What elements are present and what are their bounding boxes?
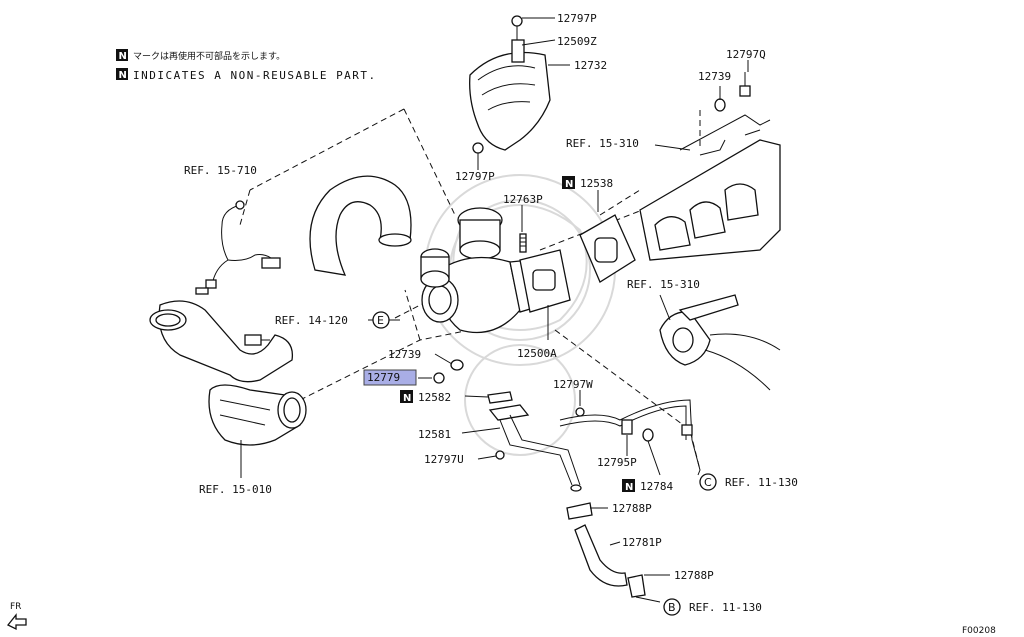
- eyebolt-12795P: [621, 419, 633, 435]
- svg-text:N: N: [403, 393, 411, 404]
- badge-12538: [562, 176, 575, 189]
- label-12732: 12732: [574, 59, 607, 72]
- front-direction-indicator: FR: [6, 602, 27, 631]
- hose-12781P: [566, 502, 646, 598]
- label-ref-11-130-b: REF. 11-130: [689, 601, 762, 614]
- intake-hose-upper: [309, 175, 412, 276]
- svg-text:INDICATES A NON-REUSABLE PART.: INDICATES A NON-REUSABLE PART.: [133, 69, 377, 82]
- label-ref-15-310-top: REF. 15-310: [566, 137, 639, 150]
- label-12797U: 12797U: [424, 453, 464, 466]
- label-12788P-bot: 12788P: [674, 569, 714, 582]
- gasket-12784: [642, 428, 654, 442]
- circle-C: C: [704, 476, 712, 489]
- label-12739-top: 12739: [698, 70, 731, 83]
- heat-shield-12732: [469, 15, 551, 154]
- gasket-12538: [579, 214, 636, 283]
- leader-lines: [240, 17, 749, 603]
- bolt-12797Q: [739, 72, 751, 97]
- highlight-12779: [363, 369, 417, 386]
- part-labels: 12797P 12509Z 12732 12797Q 12739 REF. 15…: [184, 12, 798, 616]
- label-12797Q: 12797Q: [726, 48, 766, 61]
- label-ref-15-010: REF. 15-010: [199, 483, 272, 496]
- circle-E: E: [377, 314, 384, 327]
- label-fr: FR: [10, 602, 21, 612]
- svg-text:マークは再使用不可部品を示します。: マークは再使用不可部品を示します。: [133, 50, 285, 62]
- circle-B: B: [668, 601, 676, 614]
- label-12797W: 12797W: [553, 378, 593, 391]
- label-12739-mid: 12739: [388, 348, 421, 361]
- label-12763P: 12763P: [503, 193, 543, 206]
- label-12582: 12582: [418, 391, 451, 404]
- label-12797P-top: 12797P: [557, 12, 597, 25]
- label-12779: 12779: [367, 371, 400, 384]
- label-ref-11-130-c: REF. 11-130: [725, 476, 798, 489]
- exhaust-pipe-flange: [659, 294, 781, 391]
- legend-en: N INDICATES A NON-REUSABLE PART.: [116, 68, 377, 82]
- label-12781P: 12781P: [622, 536, 662, 549]
- label-12797P-mid: 12797P: [455, 170, 495, 183]
- gasket-turbo-flange: [519, 249, 571, 313]
- label-12538: 12538: [580, 177, 613, 190]
- label-12795P: 12795P: [597, 456, 637, 469]
- svg-text:N: N: [119, 51, 127, 62]
- label-ref-15-310-mid: REF. 15-310: [627, 278, 700, 291]
- stud-12763P: [519, 233, 527, 253]
- badge-12582: [400, 390, 413, 403]
- washer-12739-top: [714, 98, 726, 112]
- fr-arrow-icon: [6, 613, 27, 631]
- bracket-12582: [487, 391, 513, 404]
- intake-pipe-lower: [149, 300, 307, 446]
- label-ref-14-120: REF. 14-120: [275, 314, 348, 327]
- bolt-12797U: [495, 450, 505, 460]
- label-12500A: 12500A: [517, 347, 557, 360]
- nut-12779: [433, 372, 445, 384]
- label-12509Z: 12509Z: [557, 35, 597, 48]
- label-ref-15-710: REF. 15-710: [184, 164, 257, 177]
- oil-return-pipe-12581: [488, 404, 582, 492]
- oil-feed-pipe: [559, 399, 693, 441]
- bolt-12797W: [575, 407, 585, 417]
- svg-text:N: N: [565, 179, 573, 190]
- label-12784: 12784: [640, 480, 673, 493]
- svg-text:N: N: [625, 482, 633, 493]
- label-12581: 12581: [418, 428, 451, 441]
- svg-text:N: N: [119, 70, 127, 81]
- nut-12739-mid: [450, 359, 464, 371]
- figure-code: F00208: [962, 626, 996, 636]
- label-12788P-top: 12788P: [612, 502, 652, 515]
- sensor-wiring: [195, 200, 281, 295]
- badge-12784: [622, 479, 635, 492]
- exhaust-manifold: [639, 114, 781, 261]
- legend-jp: N マークは再使用不可部品を示します。: [116, 49, 285, 62]
